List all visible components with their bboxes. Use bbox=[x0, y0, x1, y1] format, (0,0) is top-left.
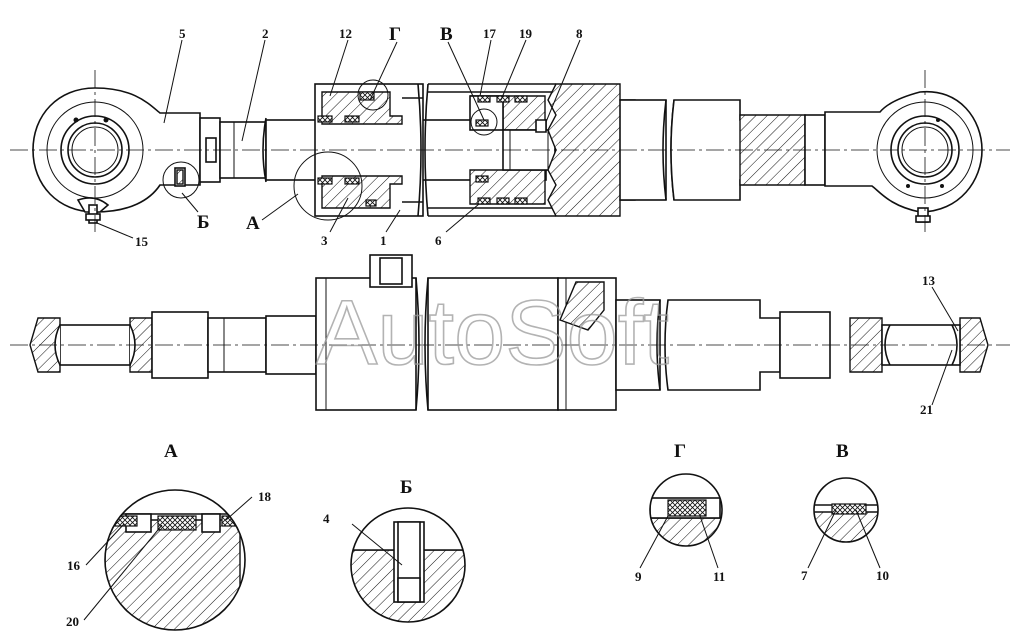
leader-lines bbox=[83, 39, 959, 621]
detail-b bbox=[350, 507, 466, 623]
callout-17: 17 bbox=[483, 26, 497, 41]
detail-v bbox=[813, 477, 879, 543]
callout-15: 15 bbox=[135, 234, 149, 249]
detail-title-b: Б bbox=[400, 477, 413, 498]
callout-6: 6 bbox=[435, 233, 442, 248]
callout-21: 21 bbox=[920, 402, 933, 417]
callout-12: 12 bbox=[339, 26, 352, 41]
callout-5: 5 bbox=[179, 26, 186, 41]
detail-title-v: В bbox=[836, 441, 849, 462]
callout-9: 9 bbox=[635, 569, 642, 584]
callout-4: 4 bbox=[323, 511, 330, 526]
callout-10: 10 bbox=[876, 568, 889, 583]
top-section-view bbox=[10, 70, 1010, 232]
left-eye bbox=[32, 87, 221, 224]
callout-7: 7 bbox=[801, 568, 808, 583]
callout-1: 1 bbox=[380, 233, 387, 248]
callout-16: 16 bbox=[67, 558, 81, 573]
callout-2: 2 bbox=[262, 26, 269, 41]
detail-title-a: А bbox=[164, 441, 178, 462]
view-letter-v: В bbox=[440, 24, 453, 45]
callout-8: 8 bbox=[576, 26, 583, 41]
view-letter-b: Б bbox=[197, 212, 210, 233]
callout-labels: 5 2 12 Г В 17 19 8 15 Б А 3 1 6 13 21 А … bbox=[66, 24, 936, 629]
callout-3: 3 bbox=[321, 233, 328, 248]
callout-18: 18 bbox=[258, 489, 272, 504]
callout-13: 13 bbox=[922, 273, 936, 288]
callout-19: 19 bbox=[519, 26, 533, 41]
watermark-text: AutoSoft bbox=[316, 282, 669, 384]
detail-a bbox=[104, 489, 246, 631]
view-letter-g: Г bbox=[389, 24, 401, 45]
callout-20: 20 bbox=[66, 614, 79, 629]
rear-cap bbox=[547, 83, 983, 223]
cylinder-tube bbox=[424, 83, 556, 217]
side-outline-view bbox=[10, 254, 1010, 411]
detail-g bbox=[649, 473, 723, 547]
detail-title-g: Г bbox=[674, 441, 686, 462]
view-letter-a: А bbox=[246, 213, 260, 234]
callout-11: 11 bbox=[713, 569, 725, 584]
